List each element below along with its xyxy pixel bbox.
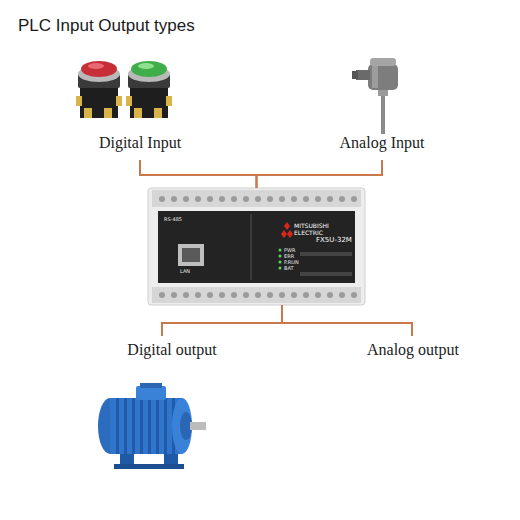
- input-label: Analog Input: [322, 133, 442, 160]
- signal-connector: [162, 305, 282, 336]
- signal-connector: [140, 160, 257, 188]
- output-label: Analog output: [353, 336, 473, 360]
- output-label: Digital output: [112, 336, 232, 360]
- device-marking: MITSUBISHI ELECTRIC: [294, 222, 328, 236]
- panel-marking: LAN: [180, 268, 190, 274]
- red-push-button: [76, 61, 122, 118]
- diagram-title: PLC Input Output types: [18, 16, 195, 36]
- plc-body: [148, 188, 365, 305]
- device-marking: FX5U-32M: [316, 236, 352, 244]
- panel-marking: ERR: [284, 253, 294, 259]
- input-label: Digital Input: [80, 133, 200, 160]
- panel-marking: RS-485: [164, 216, 182, 222]
- panel-marking: P.RUN: [284, 259, 299, 265]
- signal-connector: [257, 160, 383, 188]
- electric-motor: [98, 383, 206, 469]
- green-push-button: [126, 61, 172, 118]
- io-type-label: Digital output: [112, 340, 232, 360]
- panel-marking: PWR: [284, 247, 295, 253]
- thermocouple-sensor: [352, 58, 398, 134]
- io-type-label: Digital Input: [80, 133, 200, 153]
- io-type-label: Analog output: [353, 340, 473, 360]
- plc-unit: MITSUBISHI ELECTRICFX5U-32M: [148, 188, 365, 305]
- signal-connector: [282, 305, 412, 336]
- io-type-label: Analog Input: [322, 133, 442, 153]
- panel-marking: BAT: [284, 265, 294, 271]
